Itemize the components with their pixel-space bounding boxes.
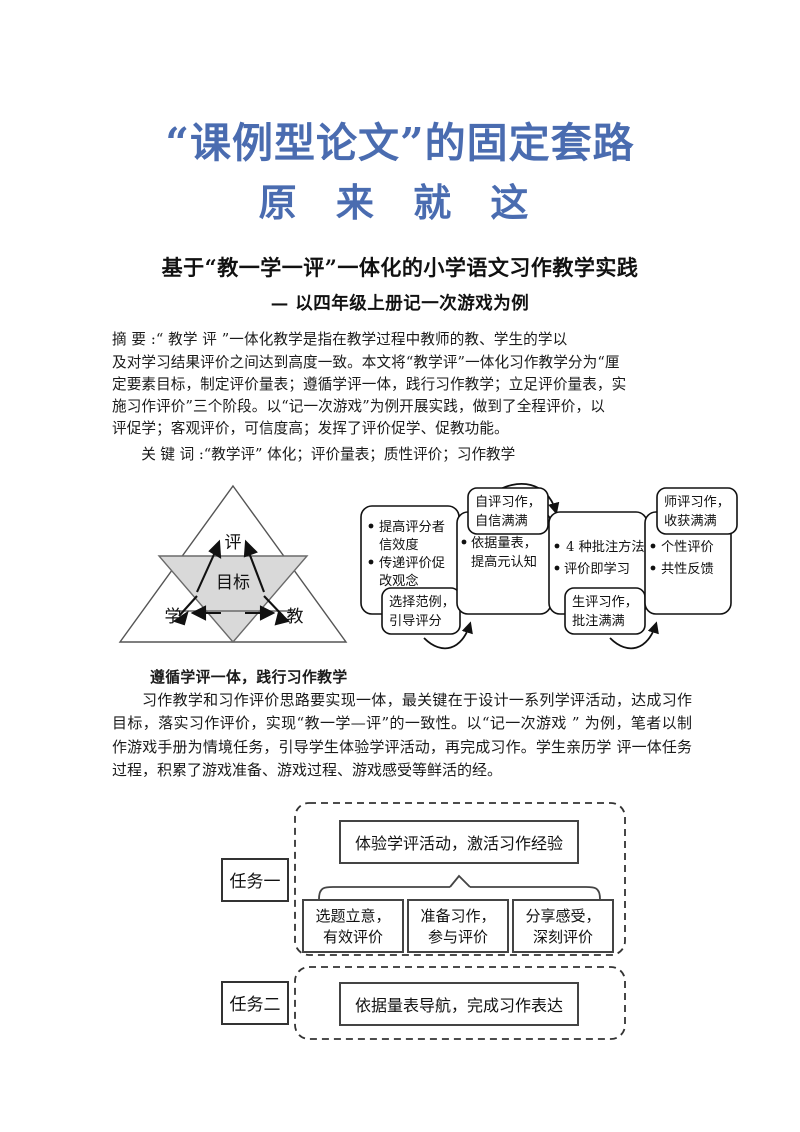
flow-box-2-line2: 提高元认知 [471, 553, 537, 570]
abstract-line-5: 评促学；客观评价，可信度高；发挥了评价促学、促教功能。 [112, 420, 509, 438]
task-1-sub-box-2 [407, 898, 509, 953]
task-2-label: 任务二 [230, 995, 281, 1015]
page-title-line1: “课例型论文”的固定套路 [165, 119, 635, 167]
flow-box-4-tag [656, 487, 738, 535]
flow-box-2-tag-line2: 自信满满 [475, 513, 528, 529]
page-title-line2: 原 来 就 这 [258, 180, 542, 226]
abstract-line-4: 施习作评价”三个阶段。以“记一次游戏”为例开展实践，做到了全程评价，以 [112, 397, 605, 415]
bullet-icon [368, 559, 374, 565]
task-1-brace [318, 874, 601, 899]
task-2-main-box-label: 依据量表导航，完成习作表达 [355, 996, 563, 1015]
task-2-main-box [339, 981, 579, 1026]
task-1-group: 任务一 体验学评活动，激活习作经验 选题立意， 有效评价 [221, 801, 626, 956]
triangle-right-label: 教 [287, 607, 304, 627]
flow-box-3-line2: 评价即学习 [564, 561, 630, 577]
abstract-line-2: 及对学习结果评价之间达到高度一致。本文将“教学评”一体化习作教学分为“厘 [112, 353, 620, 371]
inner-inverted-triangle [157, 555, 309, 644]
triangle-left-label: 学 [165, 607, 182, 627]
flow-box-4-tag-line2: 收获满满 [664, 513, 717, 529]
flow-box-4-tag-line1: 师评习作， [664, 494, 730, 510]
task-1-sub-box-3 [512, 898, 614, 953]
task-1-main-box [339, 819, 579, 864]
flow-box-4-line1: 个性评价 [661, 539, 714, 555]
subtitle-primary: 基于“教一学一评”一体化的小学语文习作教学实践 [161, 255, 639, 281]
flow-box-4-line2: 共性反馈 [661, 561, 714, 577]
bullet-icon [461, 539, 467, 545]
flow-box-3-tag-line2: 批注满满 [572, 613, 625, 629]
subtitle-secondary: — 以四年级上册记一次游戏为例 [270, 294, 530, 315]
figure-1: 评 目标 学 教 [0, 478, 800, 660]
triangle-top-label: 评 [225, 533, 242, 553]
flow-box-2: 依据量表， 提高元认知 自评习作， 自信满满 [456, 487, 552, 615]
flow-box-2-tag-line1: 自评习作， [475, 494, 541, 510]
task-1-label: 任务一 [230, 872, 281, 892]
task-1-sub-box-1 [302, 898, 404, 953]
flow-box-1: 提高评分者 信效度 传递评价促 改观念 选择范例， 引导评分 [360, 505, 461, 635]
abstract-line-3: 定要素目标，制定评价量表；遵循学评一体，践行习作教学；立足评价量表，实 [112, 375, 627, 393]
flow-box-1-tag-line2: 引导评分 [389, 613, 442, 629]
bullet-icon [650, 565, 656, 571]
flow-box-3: 4 种批注方法 评价即学习 生评习作， 批注满满 [548, 511, 648, 635]
task-2-group: 任务二 依据量表导航，完成习作表达 [221, 965, 626, 1040]
flow-box-3-tag-line1: 生评习作， [572, 594, 638, 610]
triangle-diagram: 评 目标 学 教 [113, 480, 353, 650]
flow-diagram: 提高评分者 信效度 传递评价促 改观念 选择范例， 引导评分 依据量表， 提高元… [358, 478, 750, 658]
bullet-icon [554, 565, 560, 571]
section-paragraph: 习作教学和习作评价思路要实现一体，最关键在于设计一系列学评活动，达成习作目标，落… [112, 691, 692, 780]
flow-box-1-line1: 提高评分者 [379, 518, 445, 535]
bullet-icon [368, 523, 374, 529]
flow-box-1-line2: 信效度 [379, 537, 419, 553]
task-1-sub-box-1-line1: 选题立意， [315, 907, 390, 925]
title-block: “课例型论文”的固定套路 原 来 就 这 [0, 118, 800, 230]
flow-box-2-line1: 依据量表， [471, 535, 537, 551]
section-heading: 遵循学评一体，践行习作教学 [150, 669, 348, 687]
task-1-sub-box-3-line1: 分享感受， [525, 907, 600, 925]
task-1-sub-box-1-line2: 有效评价 [323, 928, 383, 946]
flow-box-4: 个性评价 共性反馈 师评习作， 收获满满 [644, 487, 738, 615]
task-1-sub-box-2-line2: 参与评价 [428, 928, 488, 946]
flow-box-1-tag-line1: 选择范例， [389, 594, 455, 610]
task-1-container [294, 801, 626, 956]
bullet-icon [554, 543, 560, 549]
figure-2: 任务一 体验学评活动，激活习作经验 选题立意， 有效评价 [0, 797, 800, 1057]
task-1-main-box-label: 体验学评活动，激活习作经验 [355, 834, 563, 853]
keywords-line: 关 键 词 :“教学评” 体化；评价量表；质性评价；习作教学 [141, 446, 516, 464]
bullet-icon [650, 543, 656, 549]
task-2-label-box [221, 980, 289, 1025]
task-1-label-box [221, 857, 289, 902]
task-1-sub-box-2-line1: 准备习作， [420, 907, 495, 925]
abstract-line-1: 摘 要 :“ 教学 评 ”一体化教学是指在教学过程中教师的教、学生的学以 [112, 331, 568, 349]
task-1-sub-box-3-line2: 深刻评价 [533, 928, 593, 946]
arrow-group [172, 539, 291, 626]
flow-box-3-tag [564, 587, 646, 635]
flow-box-1-line4: 改观念 [379, 572, 419, 589]
task-2-container [294, 965, 626, 1040]
flow-box-3-line1: 4 种批注方法 [566, 539, 645, 555]
task-1-sub-boxes: 选题立意， 有效评价 准备习作， 参与评价 分享感受， 深刻评价 [302, 898, 614, 953]
triangle-center-label: 目标 [216, 573, 250, 593]
flow-box-1-line3: 传递评价促 [379, 555, 445, 571]
abstract-block: 摘 要 :“ 教学 评 ”一体化教学是指在教学过程中教师的教、学生的学以 及对学… [112, 329, 692, 440]
flow-box-2-tag [467, 487, 549, 535]
